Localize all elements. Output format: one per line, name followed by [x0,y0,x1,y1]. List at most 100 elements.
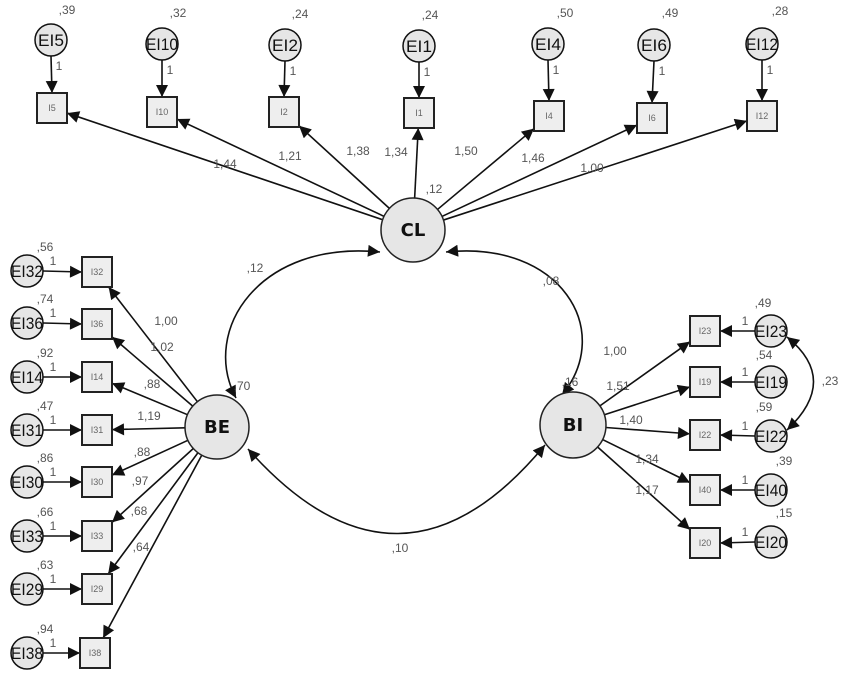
error-variance-EI20: ,15 [776,506,793,520]
error-variance-EI36: ,74 [37,292,54,306]
observed-box-I23 [689,315,721,347]
error-variance-EI5: ,39 [59,3,76,17]
error-label-EI14: EI14 [11,368,43,387]
error-node-EI22 [754,419,788,453]
observed-label-I5: I5 [48,103,56,113]
error-node-EI6 [637,28,671,62]
fixed-weight-EI2: 1 [290,64,297,78]
error-node-EI10 [145,27,179,61]
observed-box-I10 [146,96,178,128]
error-variance-EI31: ,47 [37,399,54,413]
error-label-EI30: EI30 [11,473,43,492]
loading-path-I6 [441,124,638,218]
observed-label-I33: I33 [91,531,104,541]
observed-box-I30 [81,466,113,498]
error-variance-EI23: ,49 [755,296,772,310]
loading-path-I33 [111,447,194,523]
latent-node-BE [184,394,250,460]
error-node-EI32 [10,254,44,288]
error-label-EI19: EI19 [755,373,787,392]
error-variance-EI19: ,54 [756,348,773,362]
observed-box-I40 [689,474,721,506]
loading-value-I19: 1,51 [606,379,630,393]
error-label-EI32: EI32 [11,262,43,281]
observed-label-I31: I31 [91,425,104,435]
observed-box-I33 [81,520,113,552]
latent-variance-BE: ,70 [234,379,251,393]
covariance-arc-CL-BE [225,244,381,399]
observed-box-I20 [689,527,721,559]
error-node-EI40 [754,473,788,507]
loading-value-I20: 1,17 [635,483,659,497]
loading-value-I1: 1,34 [384,145,408,159]
error-label-EI40: EI40 [755,481,787,500]
loading-value-I33: ,97 [132,474,149,488]
error-node-EI5 [34,23,68,57]
loading-path-I23 [599,341,691,407]
loading-value-I32: 1,00 [154,314,178,328]
error-variance-EI30: ,86 [37,451,54,465]
error-variance-EI12: ,28 [772,4,789,18]
loading-value-I2: 1,38 [346,144,370,158]
observed-box-I4 [533,100,565,132]
error-node-EI31 [10,413,44,447]
error-label-EI22: EI22 [755,427,787,446]
fixed-weight-EI12: 1 [767,63,774,77]
loading-value-I29: ,68 [131,504,148,518]
error-variance-EI22: ,59 [756,400,773,414]
fixed-weight-EI38: 1 [50,636,57,650]
fixed-weight-EI36: 1 [50,306,57,320]
observed-box-I38 [79,637,111,669]
fixed-weight-EI20: 1 [742,525,749,539]
loading-path-I36 [111,336,194,407]
error-variance-EI38: ,94 [37,622,54,636]
fixed-weight-EI40: 1 [742,473,749,487]
error-node-EI1 [402,29,436,63]
error-node-EI23 [754,314,788,348]
observed-label-I30: I30 [91,477,104,487]
loading-path-I10 [176,118,385,218]
error-label-EI33: EI33 [11,527,43,546]
error-label-EI31: EI31 [11,421,43,440]
loading-value-I36: 1,02 [150,340,174,354]
error-path-EI36 [42,317,83,330]
observed-label-I10: I10 [156,107,169,117]
loading-value-I30: ,88 [134,445,151,459]
error-node-EI19 [754,365,788,399]
covariance-value-EI23-EI22: ,23 [822,374,839,388]
fixed-weight-EI14: 1 [50,360,57,374]
loading-value-I10: 1,21 [278,149,302,163]
loading-path-I29 [107,452,199,575]
latent-variance-BI: ,16 [562,375,579,389]
observed-box-I19 [689,366,721,398]
observed-label-I2: I2 [280,107,288,117]
loading-path-I40 [602,438,691,484]
loading-value-I40: 1,34 [635,452,659,466]
fixed-weight-EI29: 1 [50,572,57,586]
covariance-value-CL-BI: ,08 [543,274,560,288]
error-variance-EI4: ,50 [557,6,574,20]
loading-path-I19 [604,384,691,416]
observed-label-I19: I19 [699,377,712,387]
error-node-EI2 [268,28,302,62]
error-label-EI12: EI12 [746,35,778,54]
loading-path-I5 [66,111,383,221]
observed-label-I40: I40 [699,485,712,495]
error-label-EI4: EI4 [535,35,561,54]
latent-label-CL: CL [401,220,426,241]
error-node-EI4 [531,27,565,61]
loading-path-I14 [111,382,188,416]
labels-layer: 1,391,441,321,211,241,381,241,341,501,50… [37,3,839,650]
fixed-weight-EI32: 1 [50,254,57,268]
fixed-weight-EI22: 1 [742,419,749,433]
loading-path-I1 [411,127,424,199]
error-variance-EI32: ,56 [37,240,54,254]
error-label-EI20: EI20 [755,533,787,552]
observed-box-I22 [689,419,721,451]
observed-box-I2 [268,96,300,128]
observed-box-I36 [81,308,113,340]
error-node-EI29 [10,572,44,606]
observed-box-I14 [81,361,113,393]
loading-value-I38: ,64 [133,540,150,554]
